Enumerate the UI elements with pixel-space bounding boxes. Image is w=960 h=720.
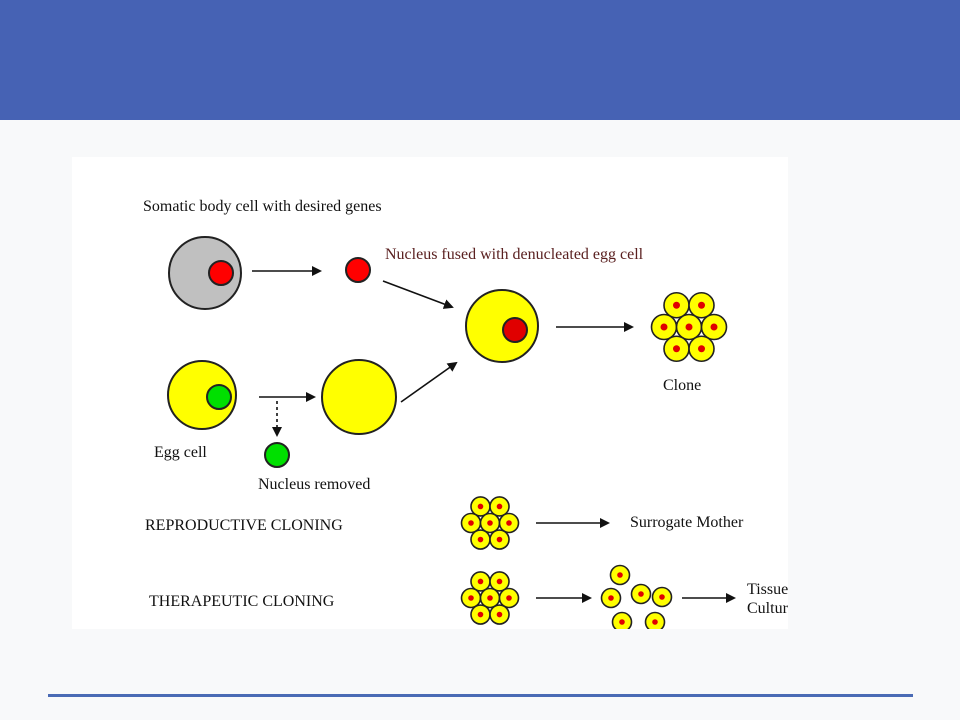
small-cell — [489, 529, 510, 550]
surrogate-mother-label: Surrogate Mother — [630, 514, 744, 531]
small-cell — [700, 313, 728, 341]
small-cell — [498, 587, 520, 609]
egg-cell — [167, 360, 237, 430]
egg-cell-label: Egg cell — [154, 444, 207, 461]
small-cell — [650, 313, 678, 341]
dispersed-cells — [600, 564, 673, 629]
reproductive-clone-cluster — [460, 496, 520, 550]
cloning-diagram: Somatic body cell with desired genes Nuc… — [72, 157, 788, 629]
fused-label: Nucleus fused with denucleated egg cell — [385, 246, 644, 263]
nucleus-removed-label: Nucleus removed — [258, 476, 370, 493]
small-cell — [470, 604, 491, 625]
footer-rule — [48, 694, 913, 697]
denucleated-egg-cell — [321, 359, 397, 435]
small-cell — [489, 496, 510, 517]
small-cell — [470, 529, 491, 550]
small-cell — [663, 335, 690, 363]
small-cell — [644, 611, 666, 629]
fused-nucleus — [502, 317, 528, 343]
therapeutic-clone-cluster — [460, 571, 520, 625]
small-cell — [651, 586, 673, 608]
small-cell — [630, 583, 652, 605]
small-cell — [675, 313, 703, 341]
clone-cluster — [650, 291, 728, 363]
small-cell — [688, 291, 715, 319]
somatic-cell — [168, 236, 242, 310]
fused-egg-cell — [465, 289, 539, 363]
small-cell — [498, 512, 520, 534]
tissue-label: Tissue — [747, 581, 788, 598]
removed-nucleus — [264, 442, 290, 468]
small-cell — [688, 335, 715, 363]
cloning-diagram-svg: Somatic body cell with desired genes Nuc… — [143, 198, 788, 629]
small-cell — [489, 571, 510, 592]
somatic-nucleus — [208, 260, 234, 286]
egg-nucleus — [206, 384, 232, 410]
therapeutic-cloning-label: THERAPEUTIC CLONING — [149, 593, 335, 610]
small-cell — [489, 604, 510, 625]
small-cell — [663, 291, 690, 319]
clone-label: Clone — [663, 377, 701, 394]
reproductive-cloning-label: REPRODUCTIVE CLONING — [145, 517, 343, 534]
header-band — [0, 0, 960, 120]
small-cell — [470, 496, 491, 517]
small-cell — [609, 564, 631, 586]
arrow-egg-to-fusion — [400, 361, 458, 403]
extracted-nucleus — [345, 257, 371, 283]
somatic-cell-label: Somatic body cell with desired genes — [143, 198, 382, 215]
small-cell — [611, 611, 633, 629]
culture-label: Culture — [747, 600, 788, 617]
arrow-nucleus-to-fusion — [382, 280, 454, 309]
small-cell — [600, 587, 622, 609]
